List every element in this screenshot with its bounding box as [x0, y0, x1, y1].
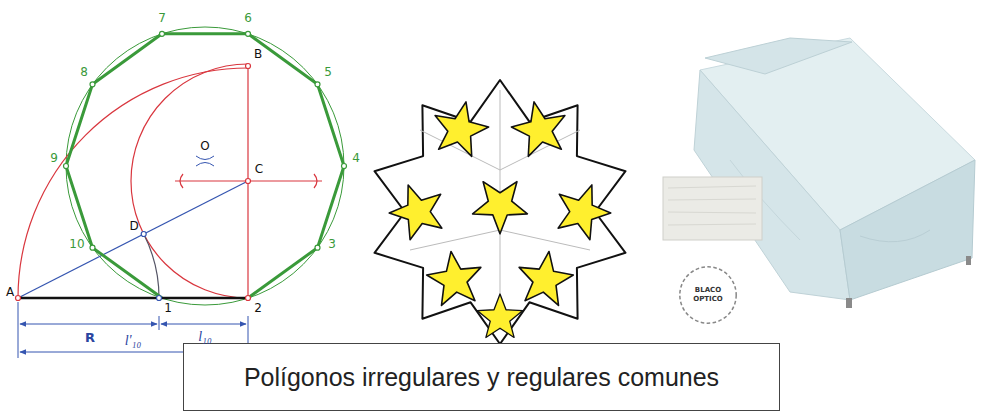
dimension-label: R — [85, 330, 95, 345]
dimension-label: l'₁₀ — [125, 333, 142, 349]
point-letter: O — [200, 139, 209, 153]
vertex-number: 8 — [80, 65, 88, 79]
dimension-label: l₁₀ — [198, 329, 212, 345]
decagon-construction — [16, 27, 347, 358]
point-number: 1 — [164, 301, 172, 315]
caption-box: Polígonos irregulares y regulares comune… — [183, 343, 780, 411]
vertex-number: 7 — [158, 11, 166, 25]
stamp-badge: BLACO OPTICO — [678, 265, 738, 325]
vertex-number: 10 — [69, 237, 84, 251]
star-tessellation — [375, 80, 626, 344]
stamp-text: BLACO OPTICO — [688, 286, 728, 304]
point-letter: C — [255, 162, 263, 176]
point-letter: D — [129, 219, 138, 233]
point-letter: A — [6, 285, 14, 299]
vertex-number: 6 — [244, 11, 252, 25]
point-letter: B — [254, 47, 262, 61]
point-number: 2 — [254, 301, 262, 315]
vertex-number: 5 — [324, 65, 332, 79]
vertex-number: 3 — [328, 237, 336, 251]
vertex-number: 9 — [50, 151, 58, 165]
vertex-number: 4 — [352, 151, 360, 165]
caption-text: Polígonos irregulares y regulares comune… — [244, 361, 719, 394]
stamp-circle — [680, 267, 736, 323]
